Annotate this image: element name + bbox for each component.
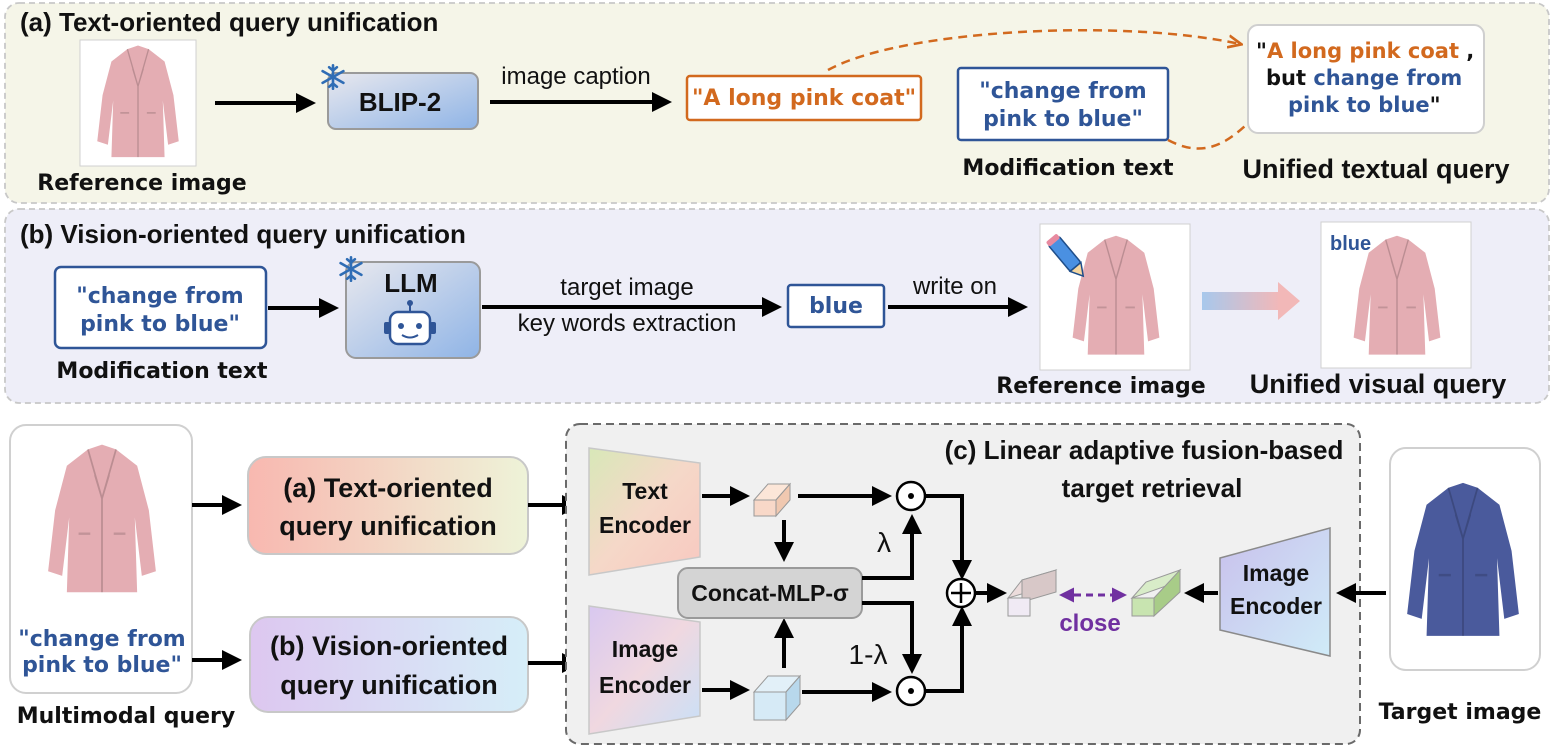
hadamard-bottom-icon <box>895 675 927 707</box>
multimodal-text-line2: pink to blue" <box>22 653 182 678</box>
text-encoder-shape <box>588 447 701 576</box>
extract-label-line1: target image <box>560 274 693 301</box>
modification-text-box <box>956 66 1170 142</box>
image-encoder-line1: Image <box>612 636 678 662</box>
dashed-arrow-icon <box>827 29 1240 72</box>
lambda-arrow-icon <box>862 514 922 580</box>
extract-label-line2: key words extraction <box>518 310 737 337</box>
lambda-label: λ <box>877 527 891 558</box>
pencil-icon <box>1046 234 1085 278</box>
unified-text-line3: pink to blue" <box>1288 93 1441 117</box>
panel-b-title: (b) Vision-oriented query unification <box>20 219 466 249</box>
concat-mlp-label: Concat-MLP-σ <box>691 580 849 606</box>
blip2-label: BLIP-2 <box>359 87 441 117</box>
text-unification-line2: query unification <box>279 511 497 541</box>
text-encoder-line1: Text <box>622 478 668 504</box>
modification-text-line2: pink to blue" <box>983 107 1143 132</box>
image-feature-cube <box>752 674 802 722</box>
blip2-box <box>327 72 479 130</box>
text-encoder-line2: Encoder <box>599 512 691 538</box>
keyword-text: blue <box>809 294 863 319</box>
unified-visual-query-label: Unified visual query <box>1250 369 1507 399</box>
modification-text-line2: pink to blue" <box>80 312 240 337</box>
unified-text-line2: but change from <box>1266 66 1462 90</box>
target-encoder-shape <box>1219 527 1331 657</box>
reference-image-label: Reference image <box>37 171 246 196</box>
fusion-title-line2: target retrieval <box>1062 473 1243 503</box>
target-image-label: Target image <box>1379 700 1542 725</box>
one-minus-lambda-label: 1-λ <box>849 639 888 670</box>
overlay-word: blue <box>1330 233 1371 255</box>
write-on-label: write on <box>912 273 997 300</box>
hadamard-top-icon <box>895 480 927 512</box>
modification-text-line1: "change from <box>76 284 243 309</box>
image-encoder-shape <box>588 605 701 735</box>
panel-a: (a) Text-oriented query unification Refe… <box>4 2 1550 204</box>
close-label: close <box>1059 610 1120 637</box>
modification-text-box <box>53 265 268 350</box>
target-encoder-line2: Encoder <box>1230 593 1322 619</box>
robot-icon <box>384 300 436 346</box>
multimodal-query-label: Multimodal query <box>17 704 236 729</box>
llm-box <box>345 261 481 359</box>
caption-text: "A long pink coat" <box>692 86 916 111</box>
modification-text-label: Modification text <box>56 359 268 384</box>
concat-mlp-box <box>677 567 863 619</box>
unified-textual-query-label: Unified textual query <box>1242 154 1509 184</box>
target-encoder-line1: Image <box>1243 560 1309 586</box>
arrow-icon <box>925 606 972 693</box>
text-feature-cube <box>752 482 792 518</box>
fused-feature-cube <box>1006 569 1058 617</box>
fusion-title-line1: (c) Linear adaptive fusion-based <box>945 435 1344 465</box>
modification-text-label: Modification text <box>962 156 1174 181</box>
panel-b: (b) Vision-oriented query unification "c… <box>4 208 1550 404</box>
one-minus-lambda-arrow-icon <box>862 601 922 674</box>
llm-label: LLM <box>384 268 437 298</box>
multimodal-text-line1: "change from <box>18 627 185 652</box>
text-unification-line1: (a) Text-oriented <box>283 473 493 503</box>
unified-text-line1: "A long pink coat , <box>1256 39 1474 63</box>
vision-unification-line1: (b) Vision-oriented <box>270 631 508 661</box>
panel-c: "change from pink to blue" Multimodal qu… <box>9 423 1542 745</box>
transform-arrow-icon <box>1202 282 1300 320</box>
image-caption-label: image caption <box>501 63 650 90</box>
unified-textual-query-box <box>1247 24 1485 134</box>
target-feature-cube <box>1130 568 1182 618</box>
panel-a-title: (a) Text-oriented query unification <box>20 7 438 37</box>
caption-box <box>685 74 923 122</box>
sum-icon <box>945 577 977 609</box>
vision-unification-line2: query unification <box>280 670 498 700</box>
image-encoder-line2: Encoder <box>599 672 691 698</box>
reference-image-label: Reference image <box>996 374 1205 399</box>
arrow-icon <box>925 494 972 580</box>
modification-text-line1: "change from <box>979 79 1146 104</box>
keyword-box <box>786 283 886 329</box>
